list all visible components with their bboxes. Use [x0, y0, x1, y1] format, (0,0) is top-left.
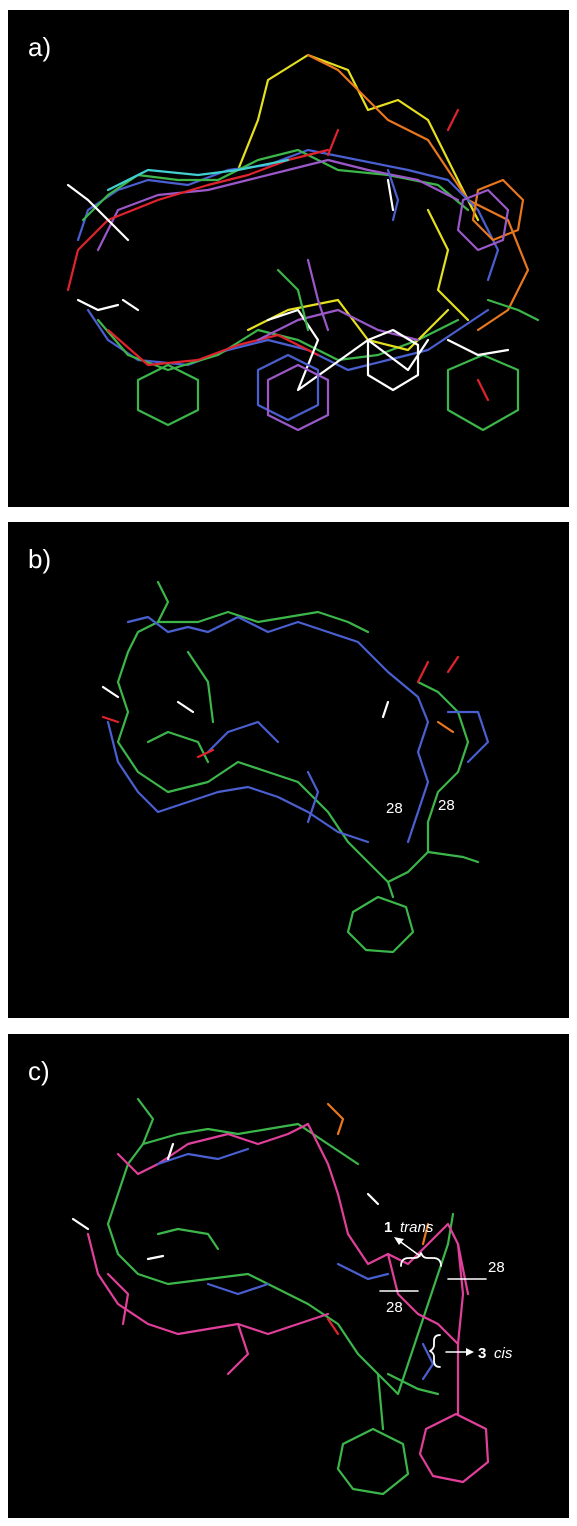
panel-c-trans-label-number: 1: [384, 1219, 392, 1236]
panel-c-trans-label-word: trans: [400, 1219, 434, 1236]
panel-c-label: c): [28, 1056, 50, 1086]
panel-b-overlay-structures: 28 28: [101, 580, 490, 954]
panel-b-residue-28-right: 28: [438, 797, 455, 814]
panel-b: b) 28 28: [8, 522, 569, 1018]
panel-b-residue-28-left: 28: [386, 800, 403, 817]
panel-c: c): [8, 1034, 569, 1518]
panel-a-label: a): [28, 32, 52, 62]
panel-c-cis-label-word: cis: [494, 1345, 513, 1362]
panel-c-cis-label-number: 3: [478, 1345, 486, 1362]
panel-a-overlay-structures: [66, 53, 540, 432]
panel-b-label: b): [28, 544, 52, 574]
panel-c-residue-28-upper: 28: [488, 1259, 505, 1276]
panel-c-residue-28-lower: 28: [386, 1299, 403, 1316]
panel-c-overlay-structures: 1 trans 28 28 3 cis: [71, 1097, 513, 1496]
panel-a: a): [8, 10, 569, 507]
